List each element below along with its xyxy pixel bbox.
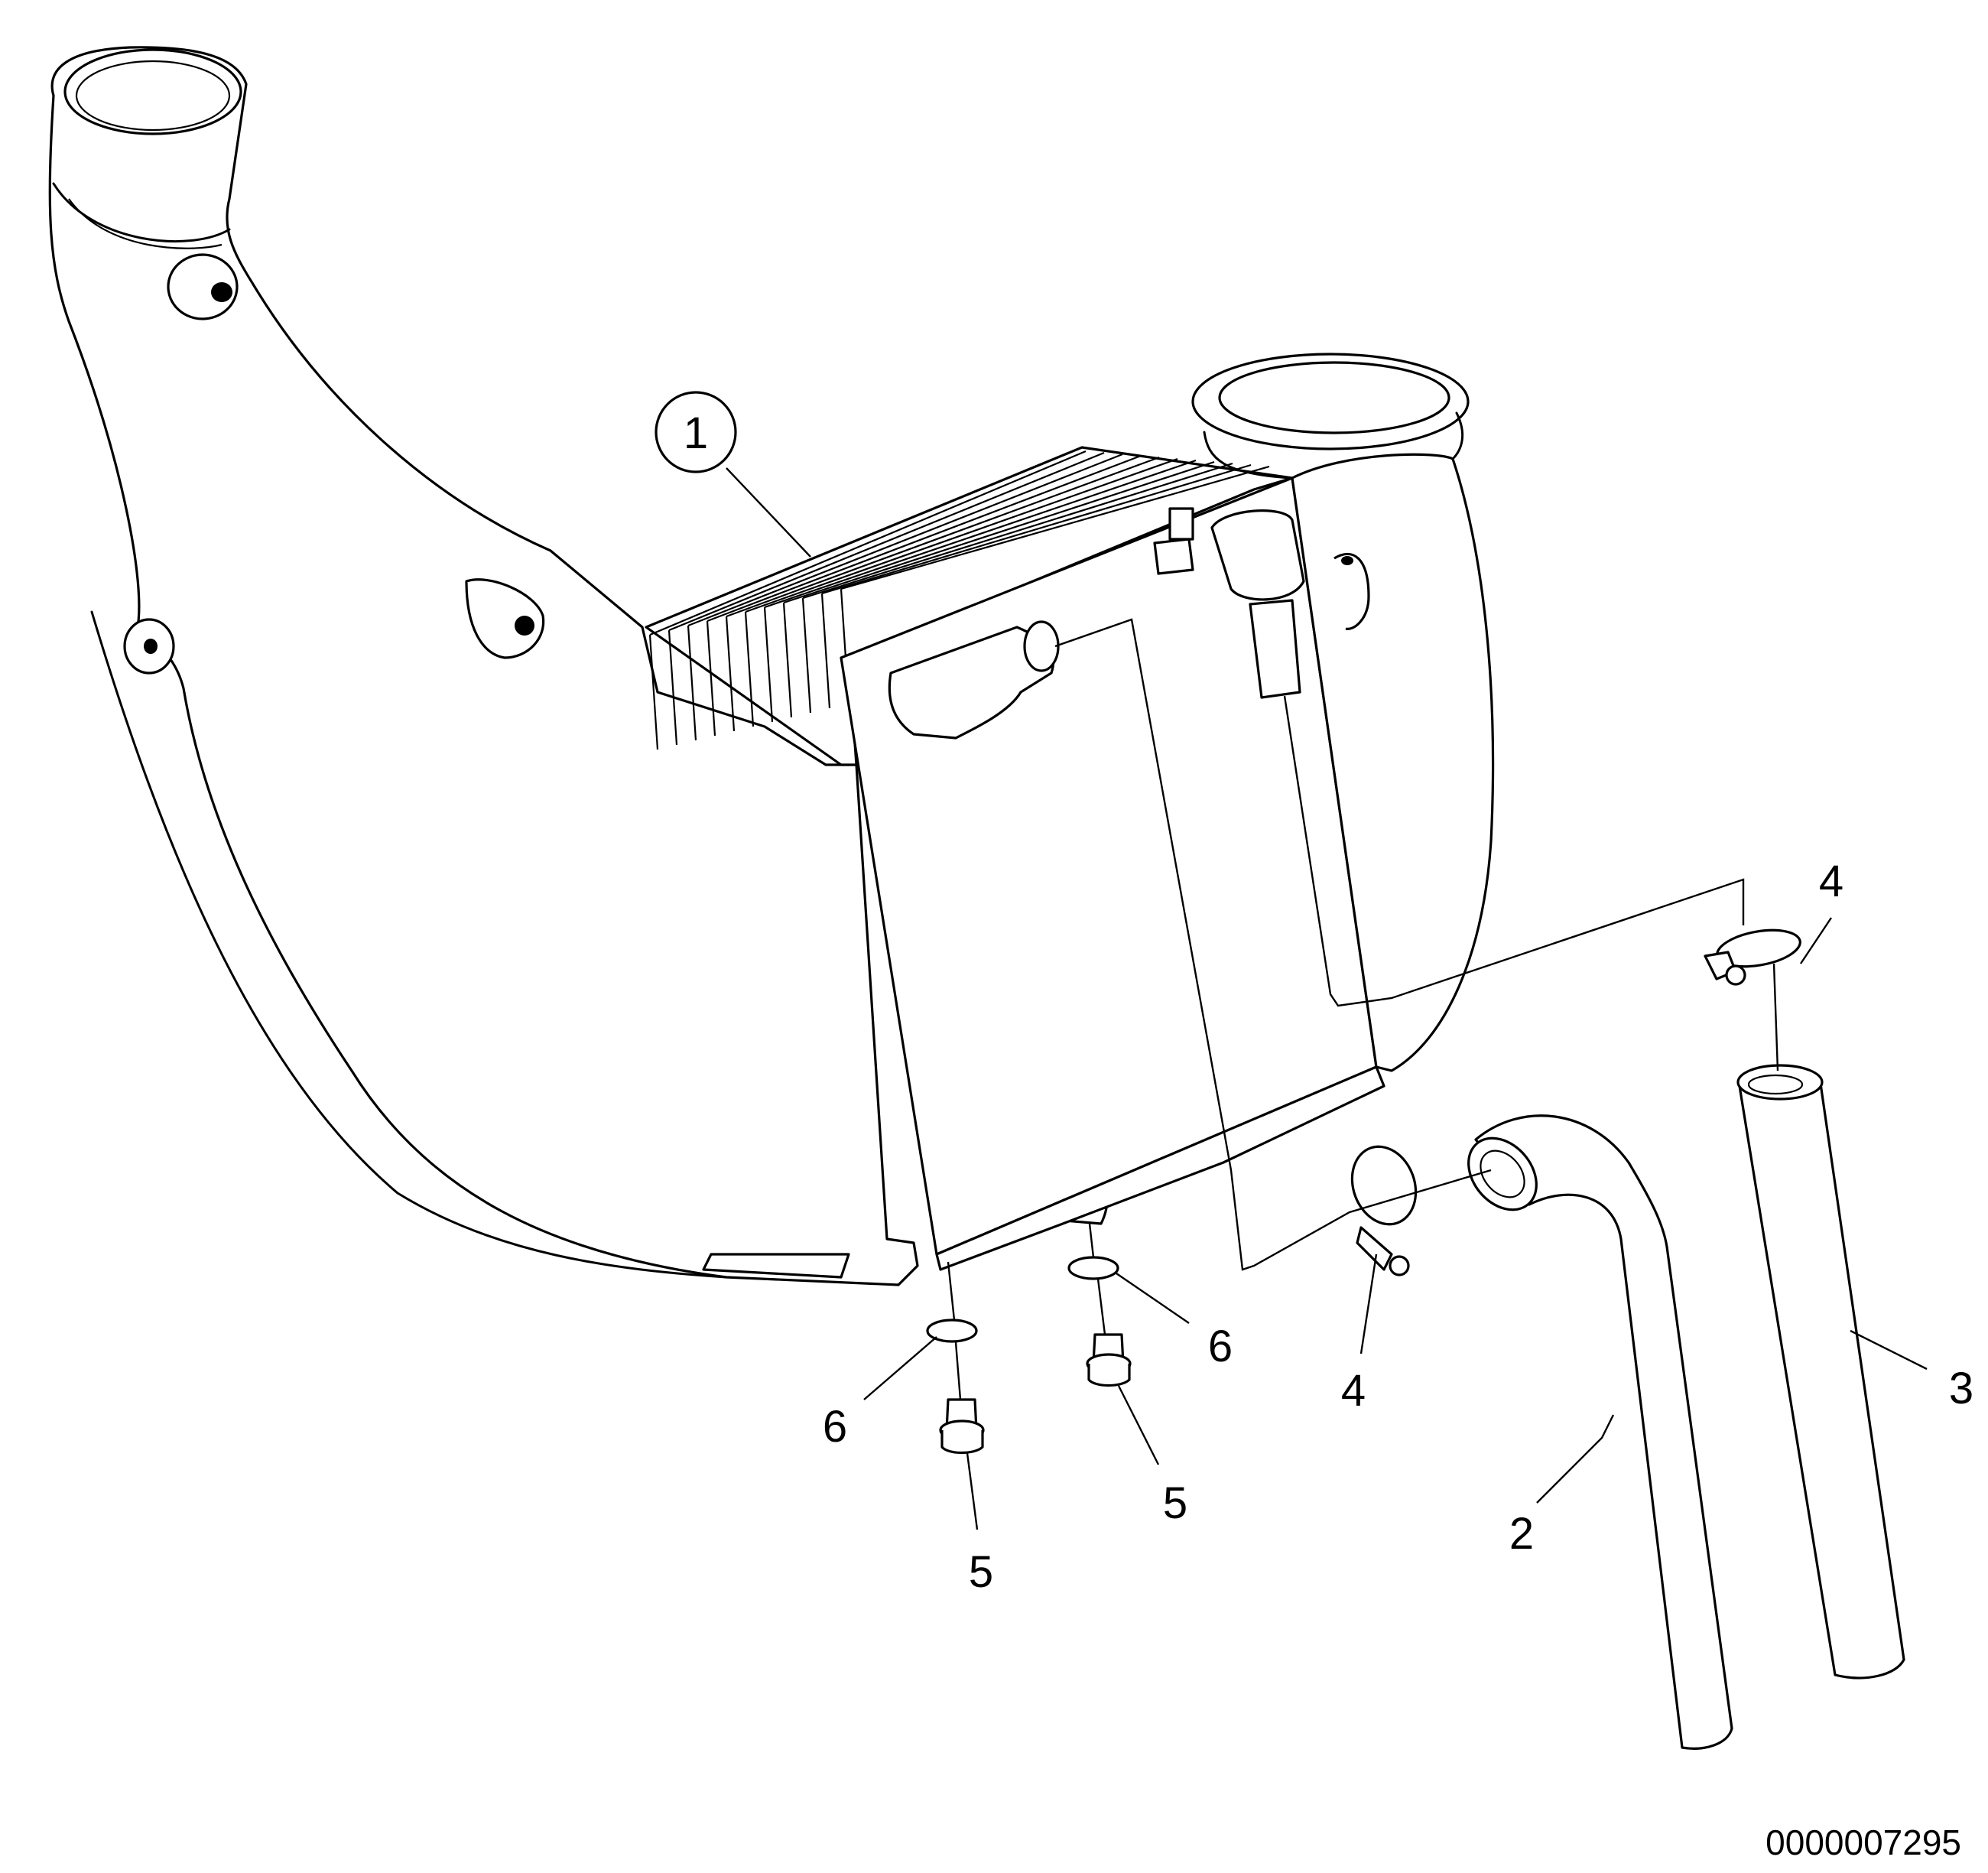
cooling-fin bbox=[725, 456, 1160, 732]
seal-ring-left bbox=[926, 1319, 978, 1343]
seal-ring-right bbox=[1067, 1256, 1119, 1280]
callout-label-3: 3 bbox=[1949, 1364, 1973, 1413]
callout-label-1: 1 bbox=[684, 408, 708, 458]
callout-circle-1 bbox=[655, 391, 737, 473]
callout-label-6-left: 6 bbox=[823, 1402, 847, 1452]
hose-straight bbox=[1736, 1064, 1905, 1680]
callout-label-4-lower: 4 bbox=[1341, 1366, 1366, 1416]
callout-label-5-left: 5 bbox=[969, 1547, 993, 1597]
callout-label-5-right: 5 bbox=[1163, 1478, 1187, 1528]
cooling-fin bbox=[801, 462, 1233, 714]
callout-label-2: 2 bbox=[1509, 1509, 1534, 1559]
hose-bent bbox=[1467, 1114, 1733, 1750]
cooling-fin bbox=[706, 454, 1142, 737]
cooling-fin bbox=[744, 457, 1178, 727]
hose-clamp-upper bbox=[1704, 928, 1801, 986]
cooling-fin bbox=[820, 463, 1252, 709]
cooling-fin bbox=[668, 451, 1105, 746]
drain-plug-right bbox=[1086, 1333, 1132, 1387]
cooling-fin bbox=[782, 460, 1215, 718]
document-number: 0000007295 bbox=[1765, 1823, 1961, 1862]
cooling-fin bbox=[648, 450, 1087, 750]
assembly-lines bbox=[726, 467, 1928, 1530]
hose-clamp-lower bbox=[1350, 1145, 1418, 1276]
callout-label-6-right: 6 bbox=[1208, 1322, 1233, 1371]
callout-label-4-upper: 4 bbox=[1819, 857, 1843, 906]
cooling-fin bbox=[687, 453, 1123, 741]
cooling-fin bbox=[763, 459, 1197, 723]
drain-plug-left bbox=[939, 1398, 985, 1455]
charge-air-cooler bbox=[645, 353, 1495, 1271]
